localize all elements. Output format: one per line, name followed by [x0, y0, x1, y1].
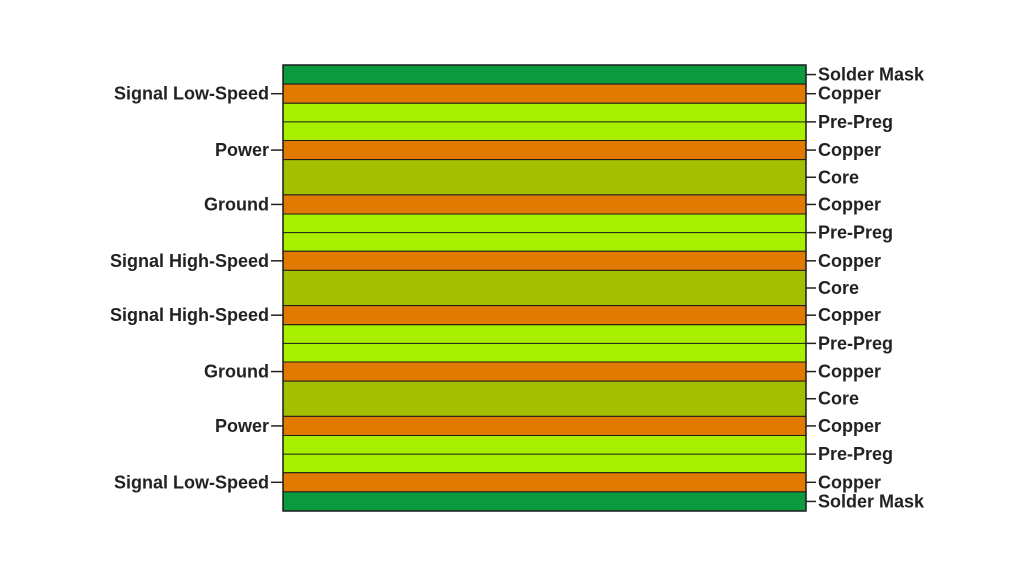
- material-label: Solder Mask: [818, 65, 925, 85]
- function-label: Ground: [204, 362, 269, 382]
- material-label: Copper: [818, 251, 881, 271]
- material-label: Pre-Preg: [818, 333, 893, 353]
- layer-core: [282, 380, 807, 417]
- layer-solder-mask: [282, 64, 807, 85]
- layer-core: [282, 269, 807, 307]
- layer-copper: [282, 472, 807, 493]
- function-label: Signal Low-Speed: [114, 84, 269, 104]
- material-label: Solder Mask: [818, 491, 925, 511]
- function-label: Signal Low-Speed: [114, 472, 269, 492]
- layer-copper: [282, 250, 807, 271]
- layer-copper: [282, 361, 807, 382]
- layer-stack: [282, 64, 807, 512]
- material-label: Copper: [818, 472, 881, 492]
- layer-copper: [282, 83, 807, 104]
- material-label: Copper: [818, 362, 881, 382]
- function-label: Power: [215, 416, 269, 436]
- layer-solder-mask: [282, 491, 807, 512]
- layer-copper: [282, 305, 807, 326]
- material-label: Pre-Preg: [818, 112, 893, 132]
- layer-copper: [282, 194, 807, 215]
- layer-copper: [282, 140, 807, 161]
- layer-core: [282, 159, 807, 196]
- function-label: Power: [215, 140, 269, 160]
- material-label: Copper: [818, 416, 881, 436]
- material-label: Copper: [818, 84, 881, 104]
- material-label: Pre-Preg: [818, 223, 893, 243]
- material-label: Core: [818, 167, 859, 187]
- material-labels: Solder MaskCopperPre-PregCopperCoreCoppe…: [806, 65, 925, 511]
- function-label: Signal High-Speed: [110, 305, 269, 325]
- material-label: Copper: [818, 140, 881, 160]
- layer-copper: [282, 415, 807, 436]
- material-label: Copper: [818, 305, 881, 325]
- material-label: Core: [818, 389, 859, 409]
- material-label: Core: [818, 278, 859, 298]
- function-label: Ground: [204, 194, 269, 214]
- function-label: Signal High-Speed: [110, 251, 269, 271]
- material-label: Copper: [818, 194, 881, 214]
- material-label: Pre-Preg: [818, 444, 893, 464]
